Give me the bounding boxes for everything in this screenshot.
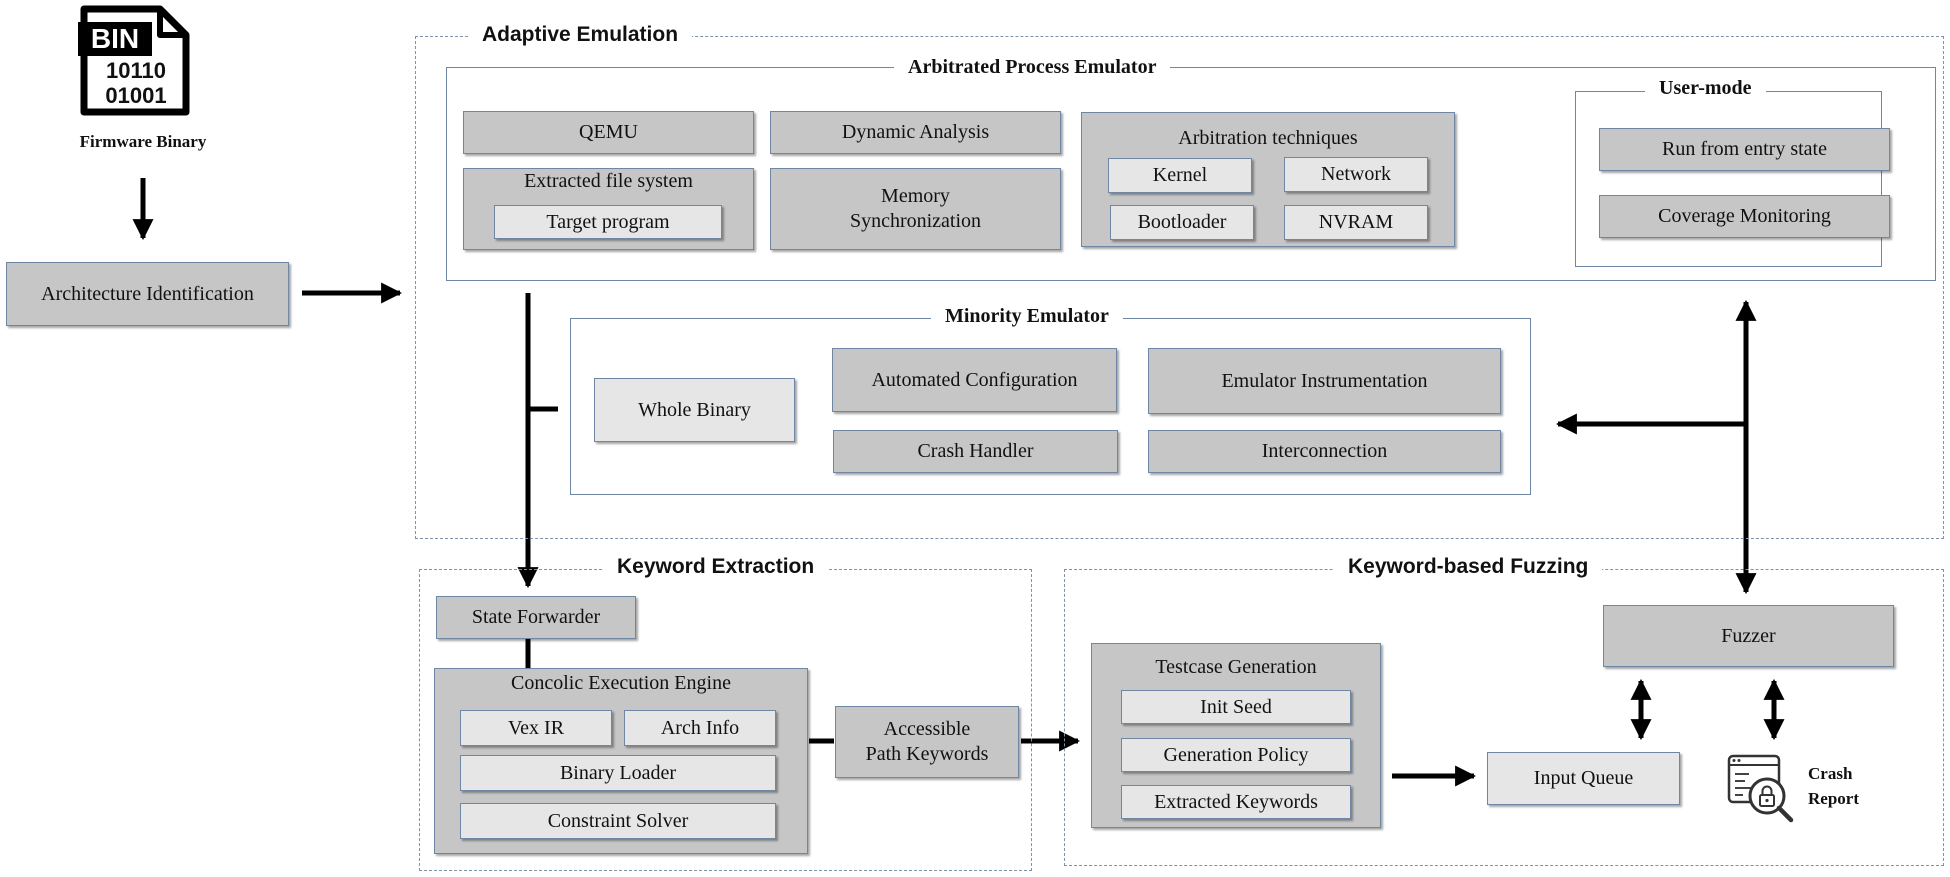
memory-sync-line-1: Memory xyxy=(881,185,950,207)
bits-line-1: 10110 xyxy=(106,58,166,83)
init-seed-box: Init Seed xyxy=(1121,690,1351,724)
arch-info-box: Arch Info xyxy=(624,710,776,746)
fuzzer-box: Fuzzer xyxy=(1603,605,1894,667)
constraint-solver-box: Constraint Solver xyxy=(460,803,776,839)
adaptive-emulation-region xyxy=(415,36,1944,539)
minority-emulator-title: Minority Emulator xyxy=(931,306,1123,326)
crash-report-label-line-2: Report xyxy=(1808,789,1859,808)
accessible-path-keywords-box: Accessible Path Keywords xyxy=(835,706,1019,778)
input-queue-box: Input Queue xyxy=(1487,752,1680,805)
keyword-based-fuzzing-title: Keyword-based Fuzzing xyxy=(1334,556,1603,577)
emulator-instrumentation-box: Emulator Instrumentation xyxy=(1148,348,1501,414)
crash-report-icon xyxy=(1725,752,1797,824)
crash-report-label-line-1: Crash xyxy=(1808,764,1853,783)
concolic-execution-engine-label: Concolic Execution Engine xyxy=(511,672,731,694)
memory-sync-line-2: Synchronization xyxy=(849,210,982,232)
arbitrated-process-emulator-title: Arbitrated Process Emulator xyxy=(894,57,1171,77)
architecture-identification-box: Architecture Identification xyxy=(6,262,289,326)
dynamic-analysis-box: Dynamic Analysis xyxy=(770,111,1061,154)
arbitration-techniques-label: Arbitration techniques xyxy=(1178,127,1358,149)
bootloader-box: Bootloader xyxy=(1110,205,1254,240)
accessible-line-2: Path Keywords xyxy=(865,743,989,765)
extracted-keywords-box: Extracted Keywords xyxy=(1121,785,1351,819)
firmware-binary-icon: BIN 10110 01001 xyxy=(78,5,194,116)
interconnection-box: Interconnection xyxy=(1148,430,1501,473)
bin-label: BIN xyxy=(90,23,140,54)
adaptive-emulation-title: Adaptive Emulation xyxy=(468,24,693,45)
keyword-extraction-title: Keyword Extraction xyxy=(603,556,829,577)
target-program-box: Target program xyxy=(494,205,722,239)
nvram-box: NVRAM xyxy=(1284,205,1428,240)
testcase-generation-label: Testcase Generation xyxy=(1155,656,1317,678)
run-from-entry-state-box: Run from entry state xyxy=(1599,128,1890,171)
binary-loader-box: Binary Loader xyxy=(460,755,776,791)
generation-policy-box: Generation Policy xyxy=(1121,738,1351,772)
user-mode-title: User-mode xyxy=(1645,78,1766,98)
coverage-monitoring-box: Coverage Monitoring xyxy=(1599,195,1890,238)
bits-line-2: 01001 xyxy=(105,83,167,108)
firmware-binary-label: Firmware Binary xyxy=(79,132,207,151)
vex-ir-box: Vex IR xyxy=(460,710,612,746)
memory-synchronization-box: Memory Synchronization xyxy=(770,168,1061,250)
state-forwarder-box: State Forwarder xyxy=(436,596,636,639)
crash-handler-box: Crash Handler xyxy=(833,430,1118,473)
network-box: Network xyxy=(1284,157,1428,192)
automated-configuration-box: Automated Configuration xyxy=(832,348,1117,412)
qemu-box: QEMU xyxy=(463,111,754,154)
whole-binary-box: Whole Binary xyxy=(594,378,795,442)
user-mode-panel xyxy=(1575,91,1882,267)
extracted-file-system-label: Extracted file system xyxy=(524,170,693,192)
kernel-box: Kernel xyxy=(1108,158,1252,193)
accessible-line-1: Accessible xyxy=(883,718,971,740)
